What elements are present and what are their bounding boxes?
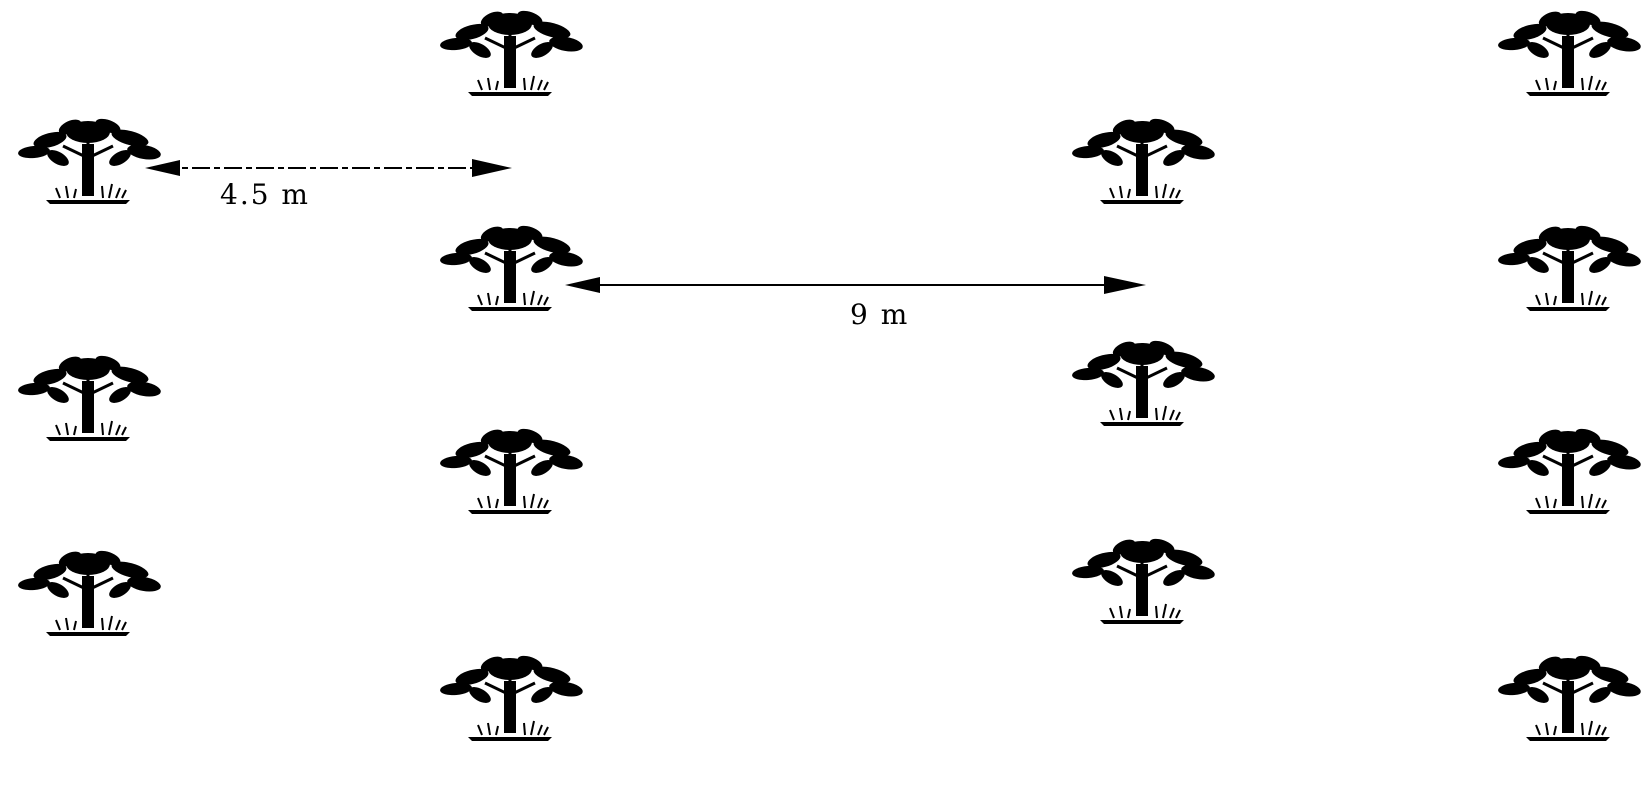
tree-icon: [18, 353, 162, 441]
row-spacing-arrow-icon: [145, 159, 512, 177]
tree-icon: [1498, 223, 1642, 311]
tree-icon: [1072, 338, 1216, 426]
tree-icon: [1498, 8, 1642, 96]
tree-icon: [18, 548, 162, 636]
tree-icon: [440, 653, 584, 741]
tree-icon: [440, 426, 584, 514]
tree-icon: [18, 116, 162, 204]
tree-icon: [1072, 116, 1216, 204]
row-spacing-label: 4.5 m: [220, 178, 310, 211]
tree-icon: [1498, 426, 1642, 514]
tree-icon: [440, 8, 584, 96]
tree-icon: [1072, 536, 1216, 624]
column-spacing-label: 9 m: [850, 298, 909, 331]
tree-icon: [1498, 653, 1642, 741]
column-spacing-arrow-icon: [565, 276, 1146, 294]
tree-icon: [440, 223, 584, 311]
